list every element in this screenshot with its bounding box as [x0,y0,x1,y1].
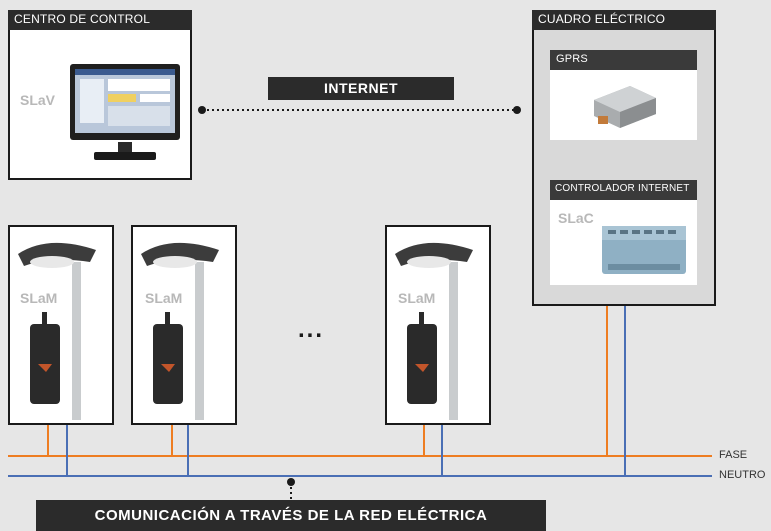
streetlight-icon [12,232,112,422]
streetlight-icon [135,232,235,422]
ellipsis: ... [298,316,325,343]
controller-label: SLaC [558,210,594,226]
lamp-label-3: SLaM [398,290,436,306]
neutral-label: NEUTRO [719,469,766,481]
cabinet-title: CUADRO ELÉCTRICO [532,10,716,30]
plc-banner: COMUNICACIÓN A TRAVÉS DE LA RED ELÉCTRIC… [36,500,546,531]
gprs-title: GPRS [550,50,697,70]
gprs-modem-icon [586,80,662,134]
controller-device-icon [598,220,690,278]
internet-link-start-dot [198,106,206,114]
lamp-label-1: SLaM [20,290,58,306]
monitor-icon [68,62,182,164]
control-center-title: CENTRO DE CONTROL [8,10,192,30]
plc-link-dot [287,478,295,486]
streetlight-icon [389,232,489,422]
control-center-label: SLaV [20,92,56,108]
phase-label: FASE [719,449,748,461]
lamp-label-2: SLaM [145,290,183,306]
internet-link-end-dot [513,106,521,114]
internet-banner: INTERNET [268,77,454,100]
controller-title: CONTROLADOR INTERNET [550,180,697,200]
